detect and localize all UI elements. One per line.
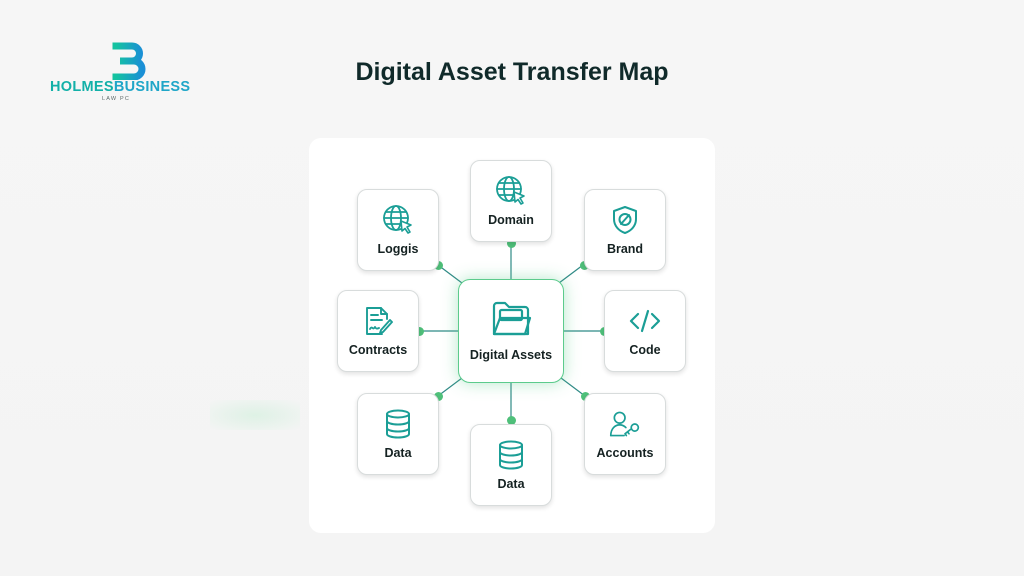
globe-cursor-icon	[383, 205, 412, 234]
connector-dot	[414, 326, 424, 336]
hb-monogram	[82, 42, 146, 80]
node-accounts[interactable]: Accounts	[584, 393, 666, 475]
connector-brand	[558, 264, 584, 284]
center-node-digital-assets[interactable]: Digital Assets	[458, 279, 564, 383]
center-node-label: Digital Assets	[469, 348, 553, 362]
contract-icon	[366, 307, 393, 335]
database-icon	[386, 409, 410, 439]
node-loggis[interactable]: Loggis	[357, 189, 439, 271]
folder-icon	[492, 301, 532, 336]
node-data-left[interactable]: Data	[357, 393, 439, 475]
code-icon	[629, 309, 661, 333]
globe-cursor-icon	[496, 176, 525, 205]
node-label: Code	[629, 343, 661, 357]
connector-dot	[506, 415, 516, 425]
node-domain[interactable]: Domain	[470, 160, 552, 242]
node-label: Data	[384, 446, 412, 460]
logo-subtitle: LAW PC	[101, 96, 131, 102]
node-label: Data	[497, 477, 525, 491]
node-label: Contracts	[348, 343, 408, 357]
user-key-icon	[609, 411, 640, 437]
background-glow	[210, 400, 300, 430]
node-label: Loggis	[377, 242, 419, 256]
node-label: Brand	[606, 242, 644, 256]
node-label: Domain	[488, 213, 534, 227]
logo: HOLMESBUSINESS LAW PC	[50, 42, 191, 104]
connector-dot	[433, 391, 443, 401]
node-data-bottom[interactable]: Data	[470, 424, 552, 506]
node-label: Accounts	[596, 446, 654, 460]
connector-dot	[506, 238, 516, 248]
logo-wordmark: HOLMESBUSINESS	[50, 79, 191, 95]
node-contracts[interactable]: Contracts	[337, 290, 419, 372]
shield-icon	[613, 206, 637, 234]
page-title: Digital Asset Transfer Map	[355, 58, 669, 86]
node-brand[interactable]: Brand	[584, 189, 666, 271]
node-code[interactable]: Code	[604, 290, 686, 372]
database-icon	[499, 440, 523, 470]
